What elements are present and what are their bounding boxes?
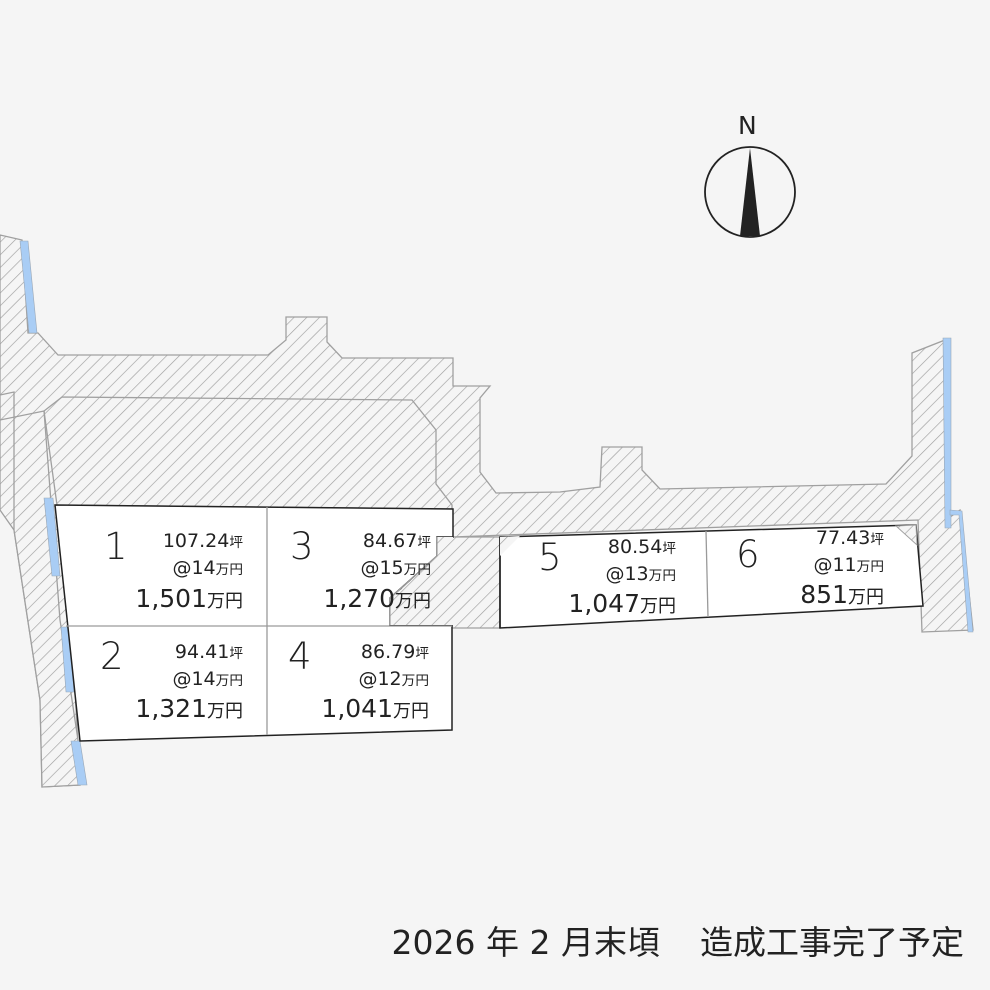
lot-area: 80.54坪 — [607, 536, 676, 558]
lot-number: 2 — [100, 635, 124, 678]
lot-area: 94.41坪 — [174, 641, 243, 663]
lot-unit-price: @13万円 — [605, 563, 676, 585]
lot-6-label[interactable]: 6 77.43坪 @11万円 851万円 — [708, 526, 916, 616]
lot-area: 86.79坪 — [360, 641, 429, 663]
lot-number: 6 — [736, 533, 760, 576]
north-arrow-icon — [704, 146, 796, 238]
lot-total-price: 1,041万円 — [321, 694, 429, 723]
completion-note: 2026 年 2 月末頃 造成工事完了予定 — [392, 926, 964, 959]
lot-dividers — [66, 507, 709, 735]
lot-area: 77.43坪 — [815, 527, 884, 549]
waterway — [19, 240, 974, 786]
lot-4-label[interactable]: 4 86.79坪 @12万円 1,041万円 — [268, 628, 453, 733]
lot-unit-price: @15万円 — [360, 557, 431, 579]
lot-unit-price: @14万円 — [172, 557, 243, 579]
lot-number: 1 — [104, 525, 128, 568]
lot-total-price: 1,501万円 — [135, 584, 243, 613]
lot-unit-price: @11万円 — [813, 554, 884, 576]
lot-total-price: 851万円 — [800, 580, 884, 609]
completion-status: 造成工事完了予定 — [700, 923, 964, 962]
lot-unit-price: @12万円 — [358, 668, 429, 690]
lot-area: 84.67坪 — [362, 530, 431, 552]
lots — [54, 504, 924, 742]
lot-1-label[interactable]: 1 107.24坪 @14万円 1,501万円 — [60, 510, 265, 625]
lot-area: 107.24坪 — [162, 530, 243, 552]
lot-total-price: 1,270万円 — [323, 584, 431, 613]
completion-date: 2026 年 2 月末頃 — [391, 923, 660, 962]
lot-3-label[interactable]: 3 84.67坪 @15万円 1,270万円 — [268, 510, 453, 625]
lot-total-price: 1,047万円 — [568, 589, 676, 618]
lot-unit-price: @14万円 — [172, 668, 243, 690]
lot-2-label[interactable]: 2 94.41坪 @14万円 1,321万円 — [60, 628, 265, 738]
lot-number: 5 — [538, 536, 562, 579]
compass-north-label: N — [738, 111, 757, 140]
lot-5-label[interactable]: 5 80.54坪 @13万円 1,047万円 — [500, 534, 705, 624]
lot-number: 4 — [288, 635, 312, 678]
lot-total-price: 1,321万円 — [135, 694, 243, 723]
lot-number: 3 — [290, 525, 314, 568]
